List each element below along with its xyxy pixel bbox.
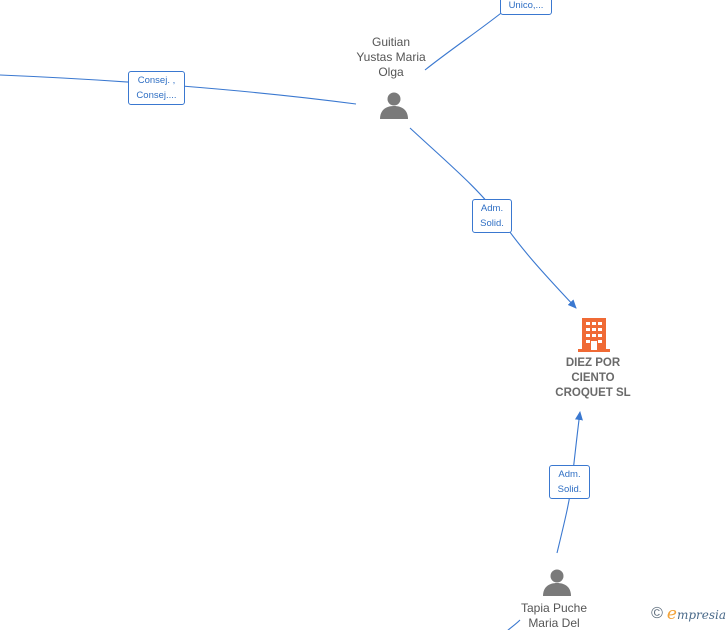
copyright-icon: © <box>651 605 663 622</box>
name-line: Maria Del <box>528 616 580 630</box>
name-line: DIEZ POR <box>565 357 621 369</box>
edge-label-left[interactable]: Consej. , Consej.... <box>128 71 185 105</box>
edge-label-to-company-top[interactable]: Adm. Solid. <box>472 199 512 233</box>
brand-logo: empresia <box>667 604 726 624</box>
brand-word: mpresia <box>676 608 726 622</box>
edge-label-line: Adm. <box>480 203 504 214</box>
edge-bottom-out <box>507 619 521 630</box>
name-line: CIENTO <box>571 372 615 384</box>
edge-label-line: Unico,... <box>508 0 544 11</box>
person-icon[interactable] <box>542 568 572 596</box>
edge-label-line: Consej. , <box>137 75 176 86</box>
edge-label-line: Solid. <box>480 218 504 229</box>
name-line: Tapia Puche <box>520 601 588 615</box>
edge-label-top-right[interactable]: Unico,... <box>500 0 552 15</box>
building-icon[interactable] <box>578 317 610 353</box>
name-line: Olga <box>378 65 404 79</box>
name-line: CROQUET SL <box>555 387 631 399</box>
name-line: Yustas Maria <box>356 50 426 64</box>
edge-label-line: Consej.... <box>136 90 177 101</box>
name-line: Guitian <box>371 35 411 49</box>
person-top-name[interactable]: Guitian Yustas Maria Olga <box>343 35 439 80</box>
company-name[interactable]: DIEZ POR CIENTO CROQUET SL <box>533 356 653 401</box>
person-icon[interactable] <box>379 91 409 119</box>
edge-top-right <box>424 9 506 71</box>
brand-initial: e <box>666 604 677 624</box>
edge-label-line: Adm. <box>558 469 581 480</box>
edge-label-line: Solid. <box>557 484 582 495</box>
edge-label-to-company-bottom[interactable]: Adm. Solid. <box>549 465 590 499</box>
empresia-brand[interactable]: © empresia <box>651 604 726 624</box>
person-bottom-name[interactable]: Tapia Puche Maria Del <box>502 601 606 631</box>
